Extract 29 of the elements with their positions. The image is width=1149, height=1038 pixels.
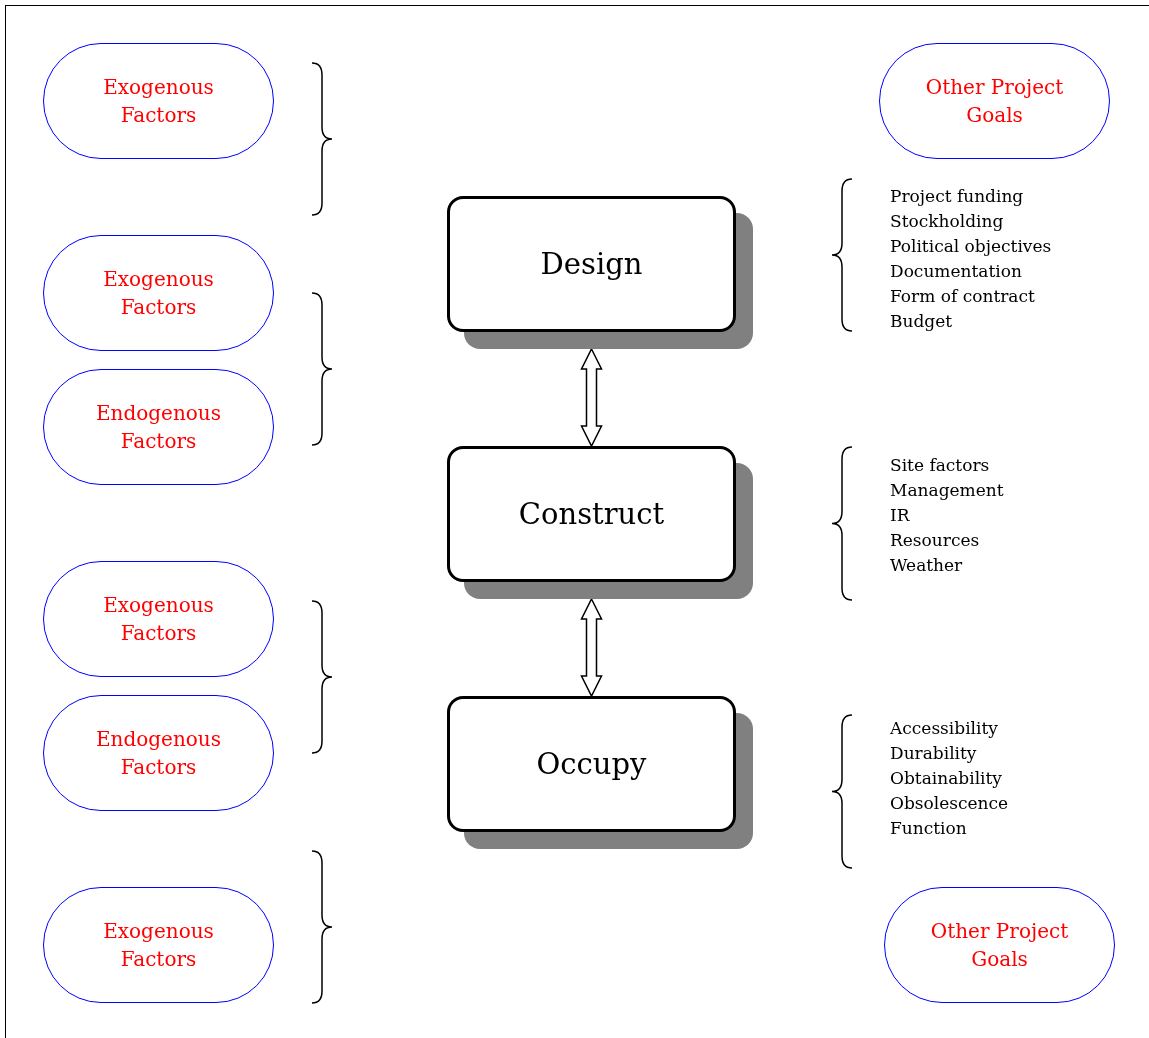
node-label: Exogenous Factors bbox=[102, 74, 215, 129]
list-item: Function bbox=[890, 817, 968, 840]
list-item: Documentation bbox=[890, 260, 1023, 283]
list-item: Form of contract bbox=[890, 285, 1036, 308]
list-item: Site factors bbox=[890, 454, 991, 477]
node-label: Occupy bbox=[536, 747, 647, 781]
list-item: Obsolescence bbox=[890, 792, 1010, 815]
node-label: Design bbox=[540, 247, 643, 281]
list-item: Project funding bbox=[890, 185, 1025, 208]
node-label: Exogenous Factors bbox=[102, 918, 215, 973]
node-label: Exogenous Factors bbox=[102, 266, 215, 321]
list-item: Resources bbox=[890, 529, 981, 552]
list-item: Budget bbox=[890, 310, 954, 333]
node-label: Endogenous Factors bbox=[95, 400, 222, 455]
list-item: Accessibility bbox=[890, 717, 999, 740]
list-item: Political objectives bbox=[890, 235, 1053, 258]
double-arrow bbox=[580, 347, 603, 448]
list-item: Weather bbox=[890, 554, 964, 577]
node-label: Construct bbox=[518, 497, 665, 531]
list-item: Management bbox=[890, 479, 1005, 502]
list-item: Obtainability bbox=[890, 767, 1003, 790]
node-label: Exogenous Factors bbox=[102, 592, 215, 647]
list-item: Durability bbox=[890, 742, 978, 765]
list-item: Stockholding bbox=[890, 210, 1005, 233]
node-label: Endogenous Factors bbox=[95, 726, 222, 781]
node-label: Other Project Goals bbox=[929, 918, 1070, 973]
list-item: IR bbox=[890, 504, 911, 527]
node-label: Other Project Goals bbox=[924, 74, 1065, 129]
double-arrow bbox=[580, 597, 603, 698]
